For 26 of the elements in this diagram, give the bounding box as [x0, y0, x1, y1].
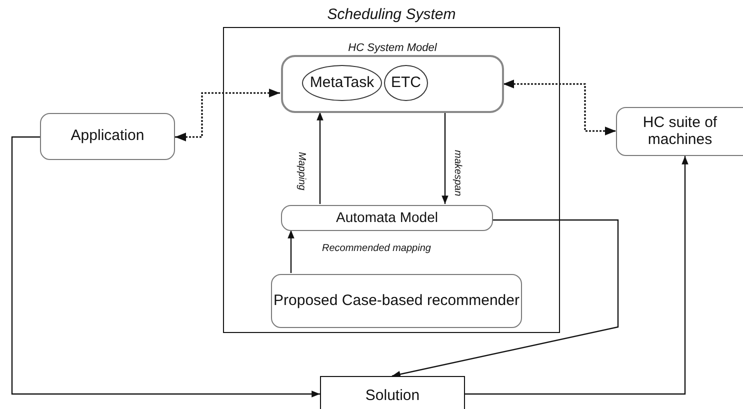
node-label: HC suite of machines	[642, 115, 718, 148]
heading: Scheduling System	[326, 6, 457, 23]
node-label: ETC	[391, 74, 421, 92]
node-label: Application	[70, 128, 144, 145]
arrow	[316, 112, 324, 204]
edge-label: Recommended mapping	[322, 243, 431, 254]
process-box	[40, 113, 175, 160]
node-label: Proposed Case-based recommender	[274, 292, 520, 310]
process-box	[320, 376, 465, 409]
node-label: MetaTask	[310, 74, 374, 92]
arrow	[392, 219, 619, 378]
process-box	[281, 205, 493, 231]
edge-label: makespan	[452, 150, 463, 196]
node-label: Automata Model	[336, 210, 438, 226]
heading: HC System Model	[347, 42, 438, 54]
dotted-arrow	[175, 88, 280, 142]
process-box	[616, 107, 743, 156]
arrow	[11, 136, 320, 398]
arrow	[288, 230, 294, 273]
process-box	[271, 274, 522, 328]
edge-label: Mapping	[296, 152, 307, 190]
node-label: Solution	[365, 388, 420, 405]
arrow	[442, 112, 448, 204]
arrow	[465, 156, 688, 395]
dotted-arrow	[503, 80, 616, 136]
etc-circle	[384, 65, 428, 101]
